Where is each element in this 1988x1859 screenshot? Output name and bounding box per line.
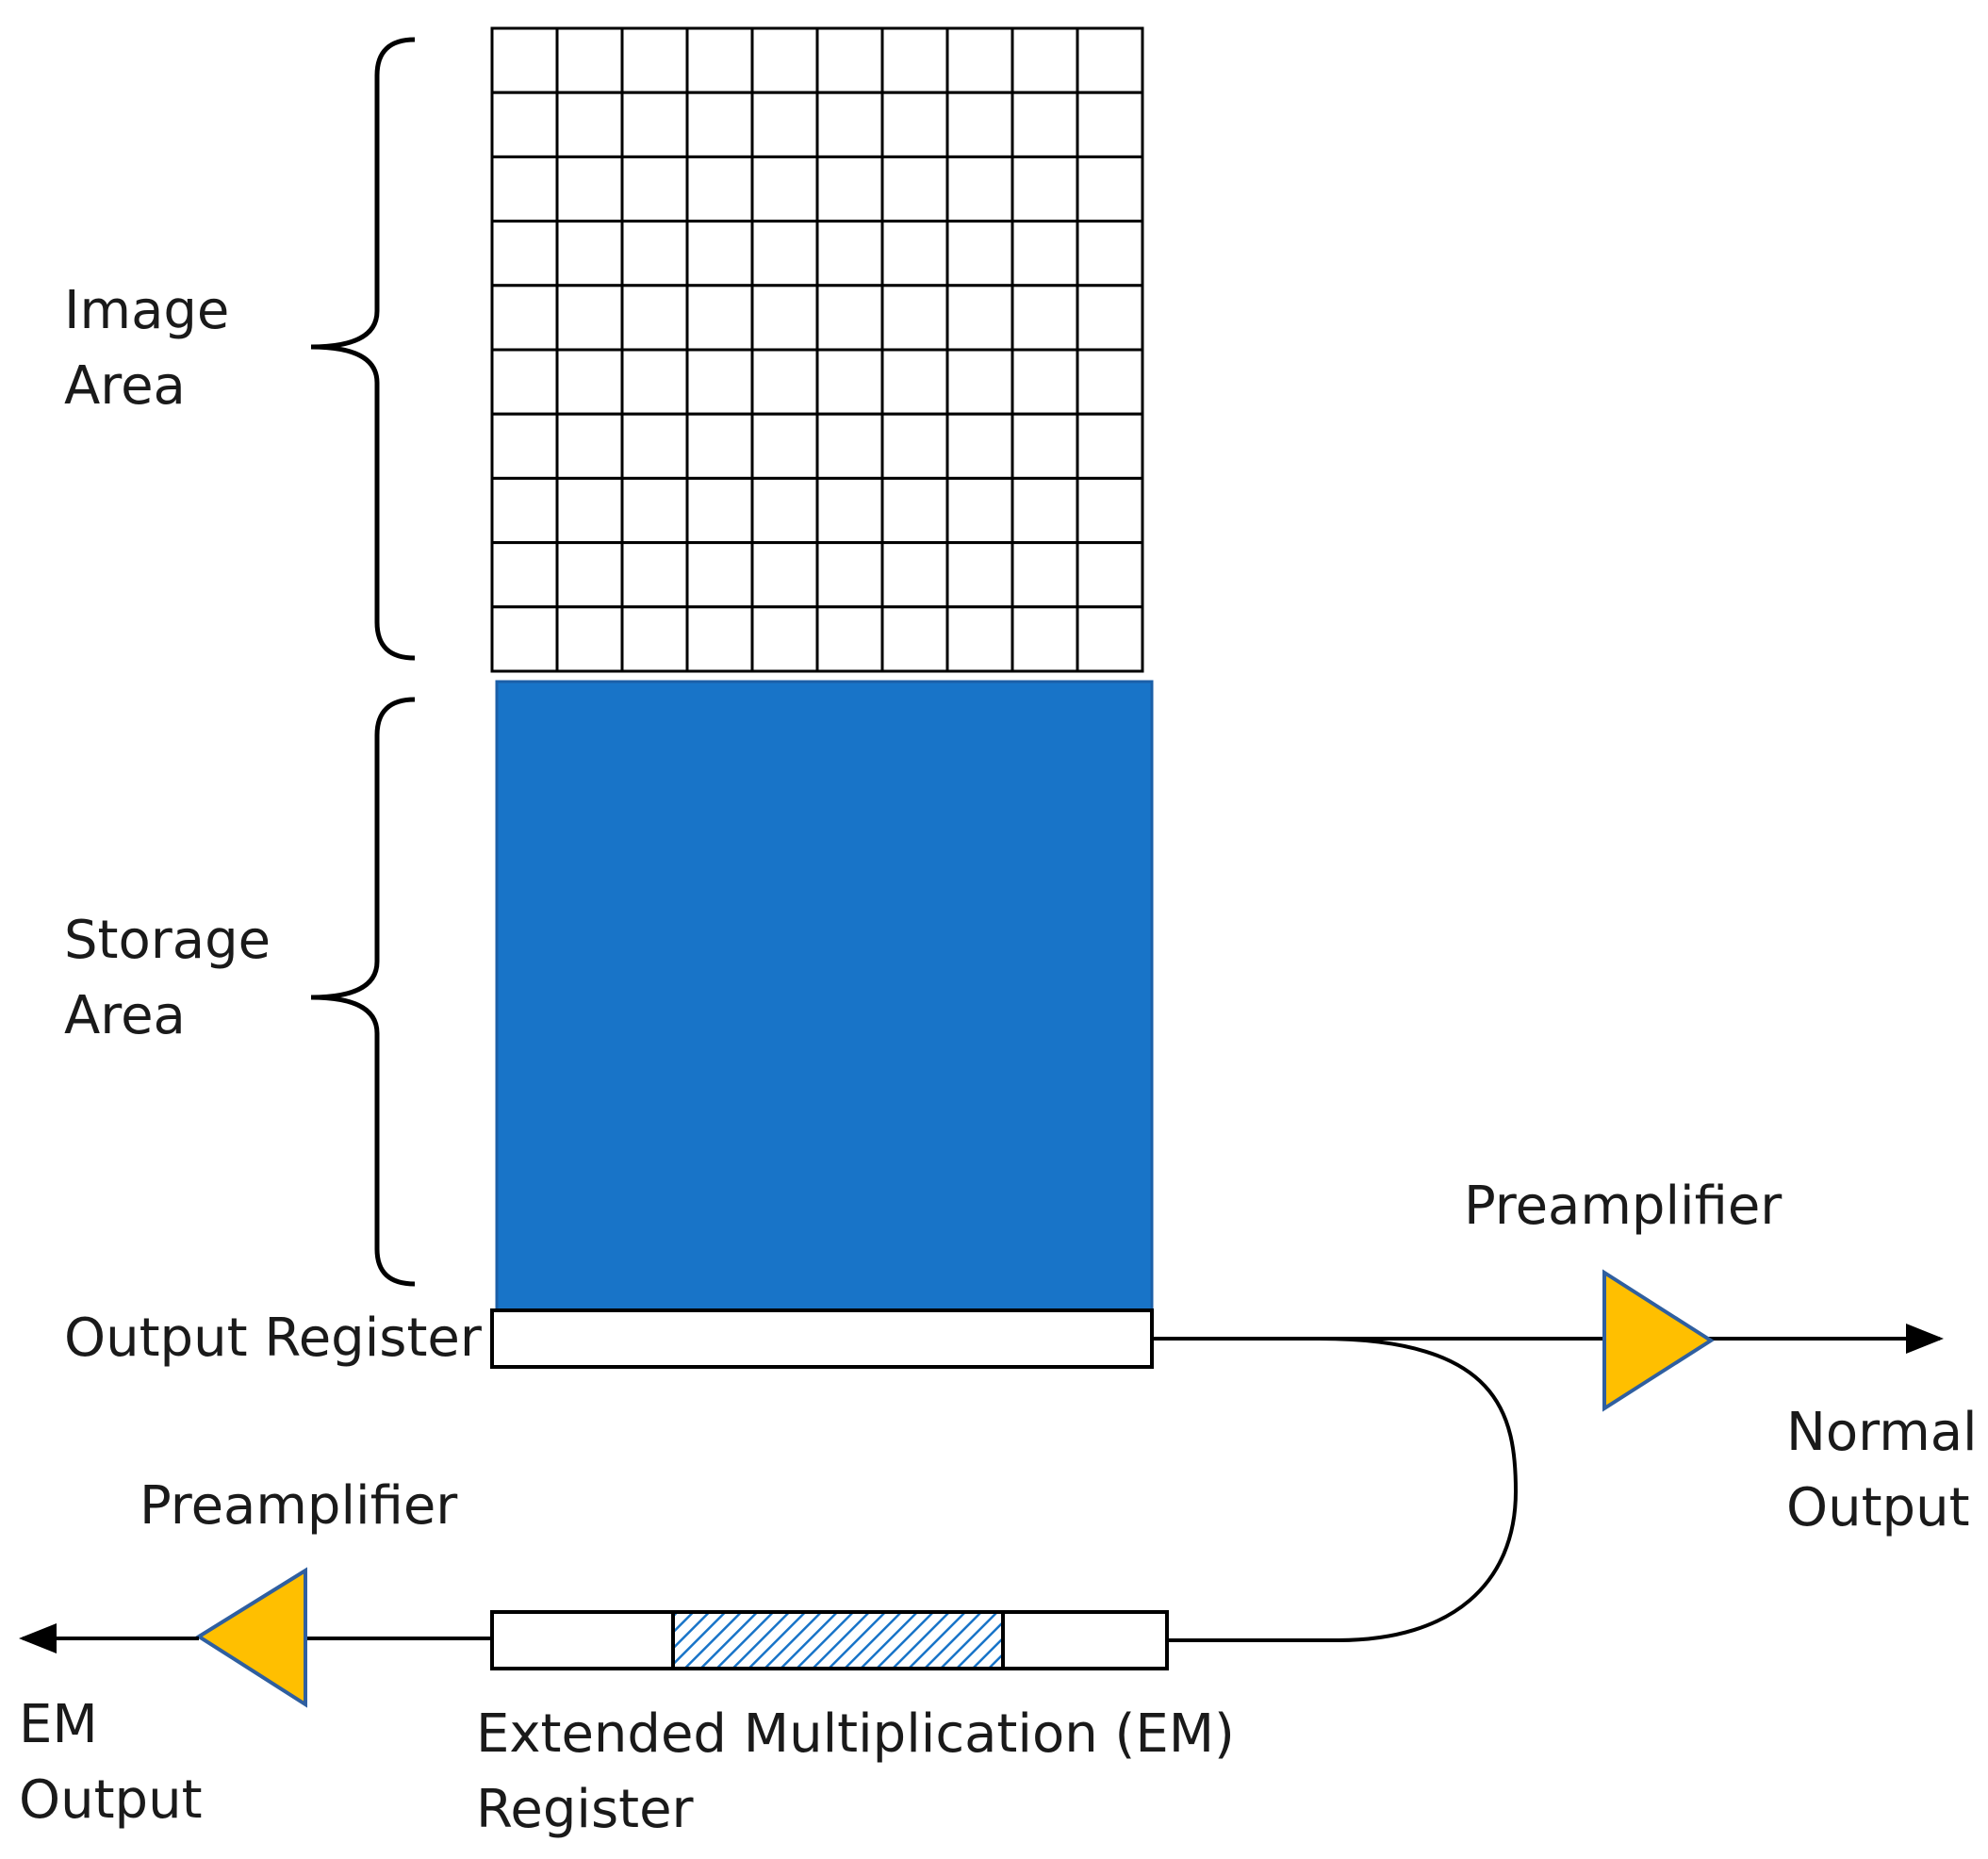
em-preamplifier-triangle [195,1567,307,1708]
image-area-pixel [1010,155,1079,223]
image-area-pixel [490,476,559,545]
image-area-pixel [620,605,689,673]
image-area-label-line1: Image [64,280,230,341]
image-area-pixel [750,348,819,416]
em-register-label-line2: Register [476,1779,694,1840]
normal-output-label: Normal Output [1786,1395,1978,1546]
image-area-pixel [620,412,689,480]
image-area-pixel [620,348,689,416]
image-area-pixel [1076,476,1144,545]
storage-area-label-line2: Area [64,985,186,1046]
output-register-box [490,1308,1154,1369]
normal-output-label-line1: Normal [1786,1402,1978,1463]
image-area-pixel [945,155,1014,223]
storage-area-label-line1: Storage [64,910,271,971]
image-area-pixel [555,348,624,416]
image-area-pixel [1076,605,1144,673]
image-area-label: Image Area [64,273,229,424]
output-register-label: Output Register [64,1308,482,1369]
em-register-label: Extended Multiplication (EM) Register [476,1697,1235,1848]
image-area-pixel [945,284,1014,352]
image-area-pixel [620,476,689,545]
image-area-pixel [880,605,949,673]
storage-area-bracket [310,697,416,1287]
image-area-grid [490,26,1144,673]
em-register-label-line1: Extended Multiplication (EM) [476,1703,1235,1765]
image-area-pixel [490,348,559,416]
image-area-pixel [945,90,1014,158]
image-area-pixel [750,605,819,673]
image-area-pixel [685,605,754,673]
normal-output-label-line2: Output [1786,1477,1970,1538]
image-area-pixel [685,220,754,288]
image-area-pixel [815,605,884,673]
image-area-pixel [1076,26,1144,94]
storage-area-block [495,680,1154,1312]
em-output-label: EM Output [19,1687,203,1838]
image-area-pixel [1010,541,1079,609]
image-area-pixel [685,476,754,545]
image-area-pixel [555,412,624,480]
image-area-pixel [555,26,624,94]
image-area-pixel [815,220,884,288]
em-output-label-line2: Output [19,1769,203,1831]
image-area-pixel [1076,284,1144,352]
image-area-pixel [1076,155,1144,223]
em-output-label-line1: EM [19,1694,98,1755]
image-area-label-line2: Area [64,355,186,417]
image-area-pixel [880,476,949,545]
normal-preamplifier-label: Preamplifier [1464,1176,1783,1237]
em-gain-section [671,1610,1005,1670]
image-area-pixel [880,220,949,288]
image-area-pixel [685,90,754,158]
loop-connector [1167,1337,1519,1642]
image-area-pixel [555,220,624,288]
image-area-pixel [945,220,1014,288]
image-area-pixel [815,412,884,480]
image-area-bracket [310,37,416,661]
image-area-pixel [490,90,559,158]
image-area-pixel [945,605,1014,673]
image-area-pixel [1010,26,1079,94]
image-area-pixel [750,90,819,158]
image-area-pixel [1010,412,1079,480]
storage-area-label: Storage Area [64,903,271,1054]
normal-preamplifier-triangle [1602,1269,1715,1412]
em-preamplifier-label: Preamplifier [140,1475,458,1537]
